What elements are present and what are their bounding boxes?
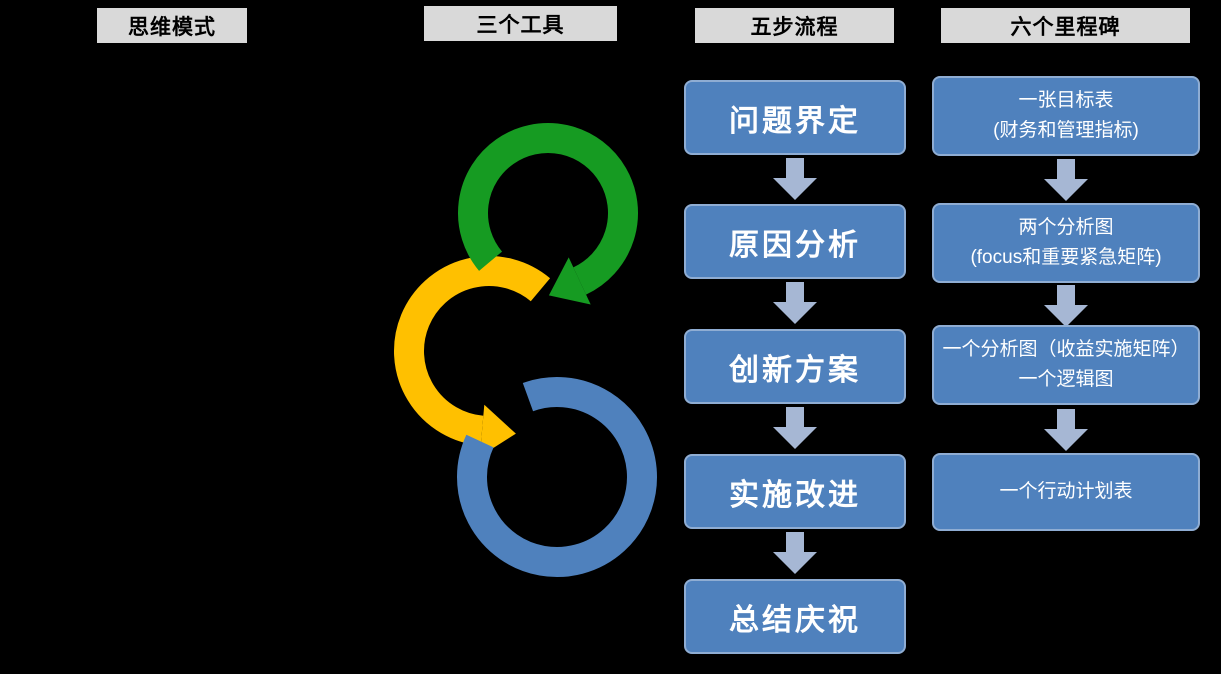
down-arrow-icon (1044, 409, 1088, 451)
milestone-box-4: 一个行动计划表 (932, 453, 1200, 531)
down-arrow-shape (773, 532, 817, 574)
milestone-line1: 一张目标表 (1018, 89, 1114, 111)
process-step-label: 原因分析 (729, 228, 861, 262)
down-arrow-icon (773, 532, 817, 574)
process-step-box-3: 创新方案 (684, 329, 906, 404)
process-step-box-5: 总结庆祝 (684, 579, 906, 654)
down-arrow-shape (1044, 409, 1088, 451)
yellow-arrowhead (479, 404, 516, 457)
blue-arc (457, 377, 657, 577)
milestone-line1: 两个分析图 (1018, 216, 1114, 238)
milestone-line2: (focus和重要紧急矩阵) (970, 247, 1162, 268)
milestone-line1: 一个行动计划表 (999, 480, 1133, 502)
down-arrow-icon (1044, 285, 1088, 327)
down-arrow-icon (773, 407, 817, 449)
milestone-line1: 一个分析图（收益实施矩阵） (942, 338, 1190, 360)
green-circular-arrow-icon (458, 123, 638, 305)
down-arrow-shape (773, 407, 817, 449)
down-arrow-icon (773, 282, 817, 324)
header-process: 五步流程 (695, 8, 894, 43)
process-step-box-2: 原因分析 (684, 204, 906, 279)
down-arrow-shape (773, 282, 817, 324)
process-step-label: 总结庆祝 (729, 603, 861, 637)
down-arrow-shape (773, 158, 817, 200)
process-step-label: 实施改进 (729, 478, 861, 512)
header-tools: 三个工具 (424, 6, 617, 41)
process-step-label: 问题界定 (729, 104, 861, 138)
down-arrow-shape (1044, 285, 1088, 327)
header-mindset: 思维模式 (97, 8, 247, 43)
milestone-box-2: 两个分析图 (focus和重要紧急矩阵) (932, 203, 1200, 283)
milestone-line2: (财务和管理指标) (993, 120, 1139, 141)
milestone-box-1: 一张目标表 (财务和管理指标) (932, 76, 1200, 156)
process-step-label: 创新方案 (729, 353, 861, 387)
blue-circular-arrow-icon (457, 377, 657, 577)
milestone-box-3: 一个分析图（收益实施矩阵） 一个逻辑图 (932, 325, 1200, 405)
process-step-box-4: 实施改进 (684, 454, 906, 529)
process-step-box-1: 问题界定 (684, 80, 906, 155)
green-arrowhead (548, 257, 591, 305)
header-milestones: 六个里程碑 (941, 8, 1190, 43)
down-arrow-shape (1044, 159, 1088, 201)
down-arrow-icon (773, 158, 817, 200)
yellow-circular-arrow-icon (394, 256, 551, 457)
milestone-line2: 一个逻辑图 (1018, 369, 1114, 390)
green-arc (458, 123, 638, 295)
down-arrow-icon (1044, 159, 1088, 201)
yellow-arc (394, 256, 551, 446)
three-tools-diagram (394, 123, 657, 577)
